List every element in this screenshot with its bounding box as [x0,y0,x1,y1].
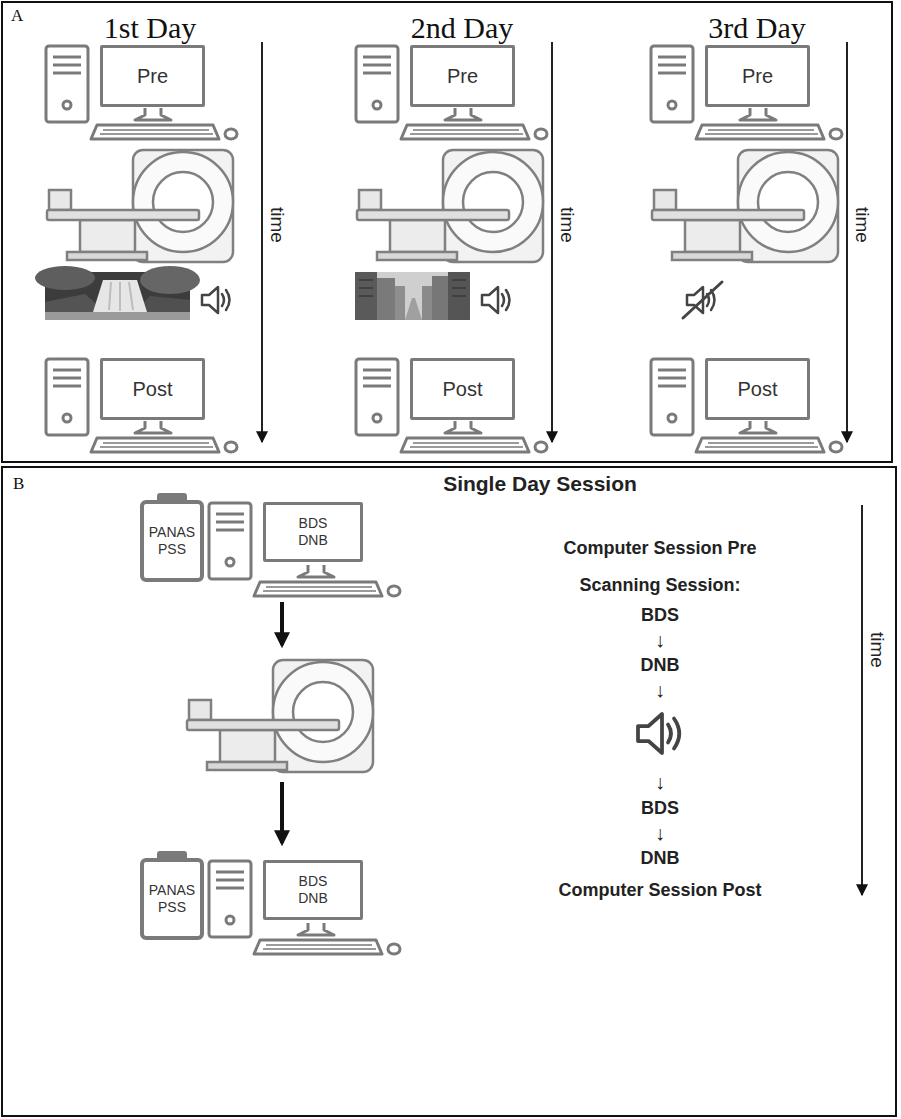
city-photo [359,280,466,296]
time-arrow [861,505,863,895]
questionnaire-label: PANAS PSS [149,882,195,916]
monitor-screen: Post [410,358,515,420]
computer-icon [356,359,547,452]
flow-arrow [280,782,284,843]
computer-icon [46,46,237,139]
step-label: Computer Session Post [558,880,761,901]
time-axis-label: time [266,207,288,243]
day-heading: 3rd Day [708,11,805,46]
city-photo [355,272,470,320]
screen-label: Pre [447,64,478,88]
mri-scanner [652,150,838,262]
step-label: DNB [641,655,680,676]
monitor-screen: BDS DNB [263,860,363,920]
time-axis-label: time [851,207,873,243]
waterfall-photo [140,266,200,294]
mri-scanner [357,150,543,262]
clipboard: PANAS PSS [140,500,204,582]
monitor-screen: Pre [100,45,205,107]
computer-icon [209,503,400,596]
day-heading: 1st Day [104,11,197,46]
waterfall-photo [109,282,133,311]
step-label: Computer Session Pre [563,538,756,559]
speaker-icon [202,287,230,313]
screen-label: Post [132,377,172,401]
city-photo [377,278,395,320]
computer-icon [209,861,400,954]
computer-icon [46,359,237,452]
step-arrow: ↓ [655,679,665,702]
time-axis-label: time [556,207,578,243]
step-label: DNB [641,848,680,869]
time-arrow [846,42,848,442]
city-photo [432,276,448,320]
step-label: BDS [641,798,679,819]
monitor-screen: Post [705,358,810,420]
clipboard: PANAS PSS [140,858,204,940]
monitor-screen: Pre [705,45,810,107]
task-label: BDS DNB [298,515,328,549]
speaker-icon [638,714,679,753]
panel-letter: B [13,474,24,494]
step-label: BDS [641,605,679,626]
panel-letter: A [11,6,23,26]
questionnaire-label: PANAS PSS [149,524,195,558]
step-label: Scanning Session: [579,575,740,596]
waterfall-photo [93,280,147,312]
city-photo [395,286,405,320]
task-label: BDS DNB [298,873,328,907]
time-arrow [261,42,263,442]
waterfall-photo [35,266,95,290]
computer-icon [356,46,547,139]
step-arrow: ↓ [655,771,665,794]
time-axis-label: time [866,632,888,668]
screen-label: Post [442,377,482,401]
waterfall-photo [35,266,200,320]
computer-icon [651,46,842,139]
speaker-icon [482,287,510,313]
monitor-screen: Pre [410,45,515,107]
city-photo [355,272,470,320]
muted-speaker-icon [683,282,722,318]
step-arrow: ↓ [655,629,665,652]
time-arrow [262,42,862,895]
monitor-screen: BDS DNB [263,502,363,562]
screen-label: Pre [742,64,773,88]
city-photo [422,286,432,320]
mri-scanner [47,150,838,772]
monitor-screen: Post [100,358,205,420]
city-photo [405,298,422,320]
waterfall-photo [45,312,190,320]
muted-speaker-icon [683,282,722,318]
screen-label: Pre [137,64,168,88]
screen-label: Post [737,377,777,401]
flow-arrow [280,602,284,645]
flow-arrow [280,602,284,843]
step-arrow: ↓ [655,822,665,845]
speaker-icon [202,287,679,753]
day-heading: 2nd Day [411,11,513,46]
mri-scanner [47,150,233,262]
computer-icon [651,359,842,452]
panel-frame: A Pre Pre PrePost Post Post [1,1,893,463]
time-arrow [551,42,553,442]
computer-icon [46,46,842,954]
mri-scanner [187,660,373,772]
panel-frame: B PANAS PSS BDS DNB PANAS PSS BDS DNB [1,466,897,1117]
panel-heading: Single Day Session [443,472,637,496]
